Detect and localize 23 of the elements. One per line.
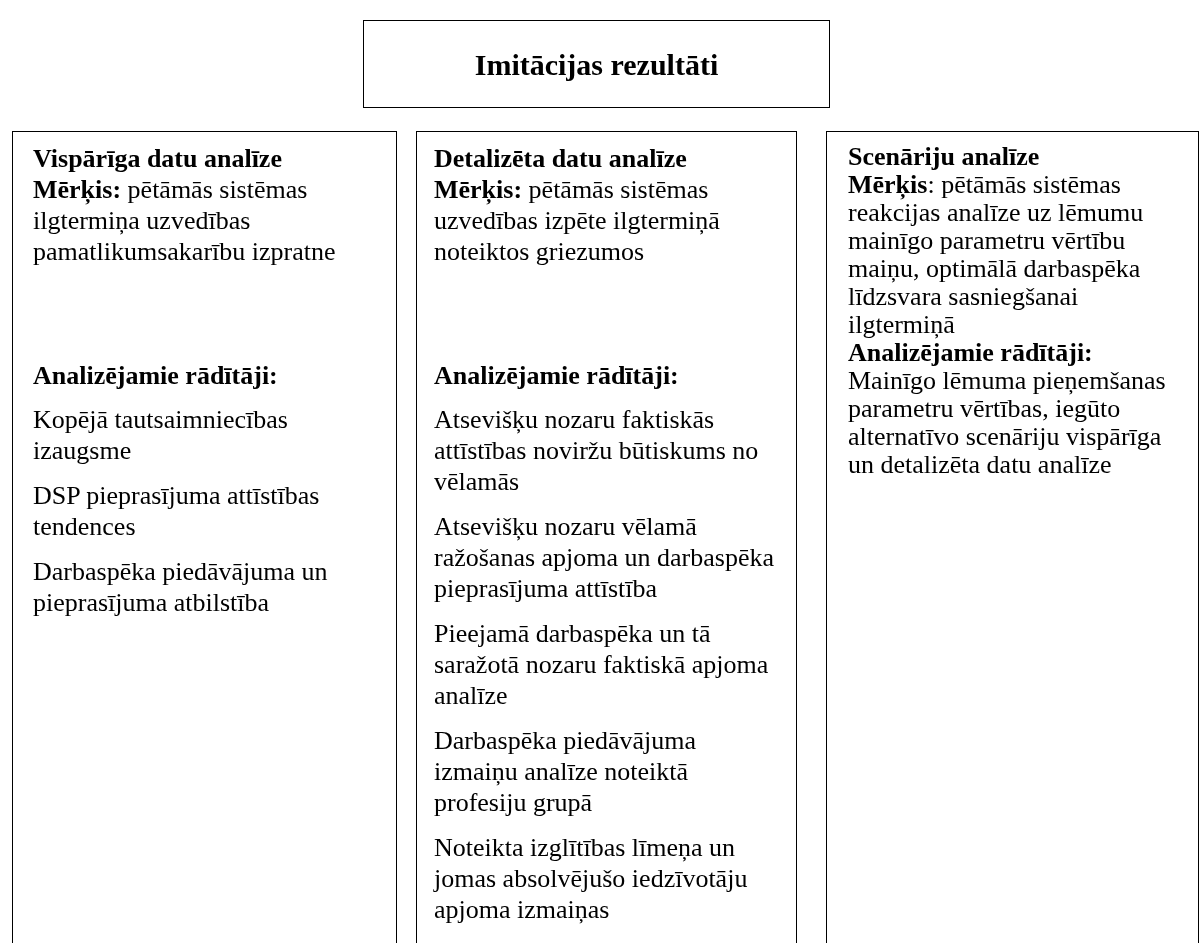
indicator-text: Atsevišķu nozaru faktiskās attīstības noviržu būtiskums no vēlamās — [434, 404, 760, 497]
indicator-text: Darbaspēka piedāvājuma izmaiņu analīze noteiktā profesiju grupā — [434, 725, 698, 818]
column-heading: Vispārīga datu analīze — [33, 143, 283, 174]
section-heading: Analizējamie rādītāji: — [33, 360, 279, 391]
section-heading: Analizējamie rādītāji: — [848, 339, 1094, 367]
indicator-text: Mainīgo lēmuma pieņemšanas parametru vērtības, iegūto alternatīvo scenāriju vispārīga un detalizēta datu analīze — [848, 367, 1167, 479]
indicator-text: Kopējā tautsaimniecības izaugsme — [33, 404, 289, 466]
indicator-text: DSP pieprasījuma attīstības tendences — [33, 480, 321, 542]
column-box — [12, 131, 397, 943]
title-box — [363, 20, 830, 108]
indicator-text: Pieejamā darbaspēka un tā saražotā nozaru faktiskā apjoma analīze — [434, 618, 770, 711]
column-heading: Detalizēta datu analīze — [434, 143, 688, 174]
indicator-text: Atsevišķu nozaru vēlamā ražošanas apjoma un darbaspēka pieprasījuma attīstība — [434, 511, 776, 604]
column-box — [826, 131, 1199, 943]
goal-text: Mērķis: pētāmās sistēmas reakcijas analīze uz lēmumu mainīgo parametru vērtību maiņu, optimālā darbaspēka līdzsvara sasniegšanai ilgtermiņā — [848, 171, 1145, 339]
indicator-text: Noteikta izglītības līmeņa un jomas absolvējušo iedzīvotāju apjoma izmaiņas — [434, 832, 749, 925]
box-label: Imitācijas rezultāti — [474, 48, 719, 80]
goal-text: Mērķis: pētāmās sistēmas ilgtermiņa uzvedības pamatlikumsakarību izpratne — [33, 174, 337, 267]
column-heading: Scenāriju analīze — [848, 143, 1041, 171]
goal-text: Mērķis: pētāmās sistēmas uzvedības izpēte ilgtermiņā noteiktos griezumos — [434, 174, 721, 267]
section-heading: Analizējamie rādītāji: — [434, 360, 680, 391]
indicator-text: Darbaspēka piedāvājuma un pieprasījuma atbilstība — [33, 556, 329, 618]
column-box — [416, 131, 797, 943]
